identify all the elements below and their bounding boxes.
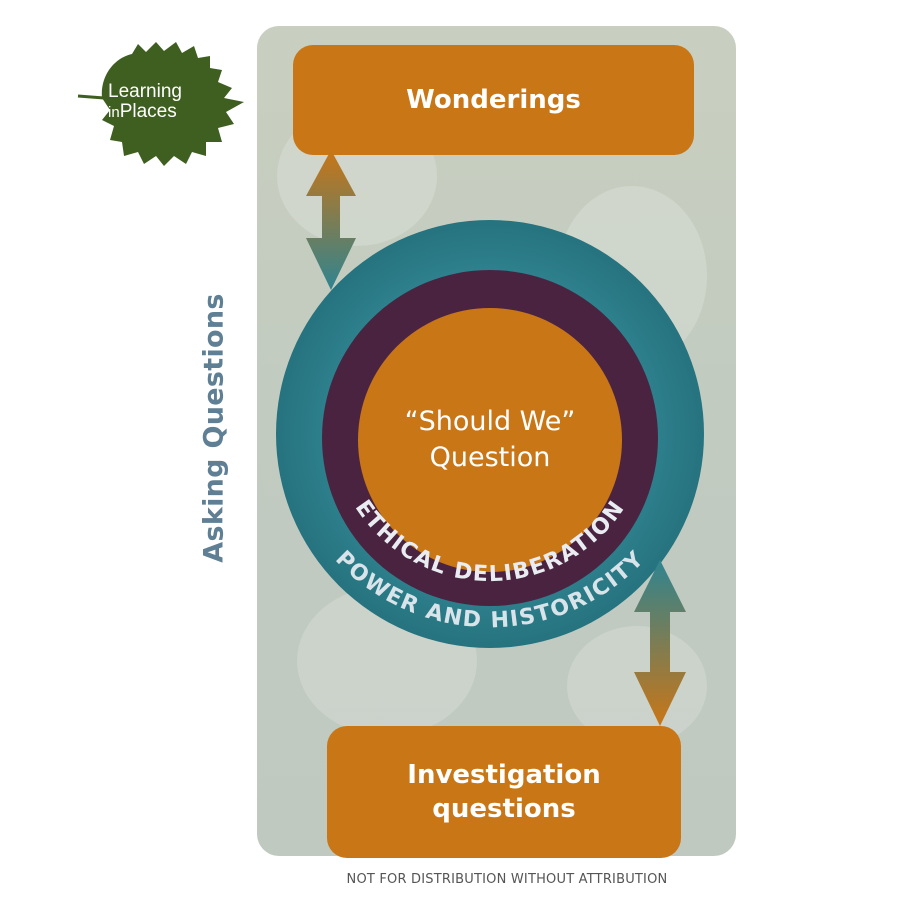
center-line-1: “Should We” xyxy=(404,406,576,437)
should-we-circle xyxy=(358,308,622,572)
logo-line-1: Learning xyxy=(108,81,182,102)
attribution-note: NOT FOR DISTRIBUTION WITHOUT ATTRIBUTION xyxy=(346,872,668,887)
wonderings-label: Wonderings xyxy=(406,85,581,115)
logo-line-2: Places xyxy=(119,101,177,122)
bottom-double-arrow-icon xyxy=(634,560,686,726)
investigation-questions-box: Investigation questions xyxy=(327,726,681,858)
center-line-2: Question xyxy=(429,442,551,473)
leaf-logo-icon xyxy=(77,42,244,166)
logo-line-2-small: in xyxy=(108,104,120,121)
logo-text: Learning inPlaces xyxy=(108,82,182,123)
should-we-question-text: “Should We” Question xyxy=(405,404,576,476)
investigation-line-1: Investigation xyxy=(407,760,601,790)
wonderings-box: Wonderings xyxy=(293,45,694,155)
top-double-arrow-icon xyxy=(306,150,356,290)
investigation-line-2: questions xyxy=(432,794,576,824)
